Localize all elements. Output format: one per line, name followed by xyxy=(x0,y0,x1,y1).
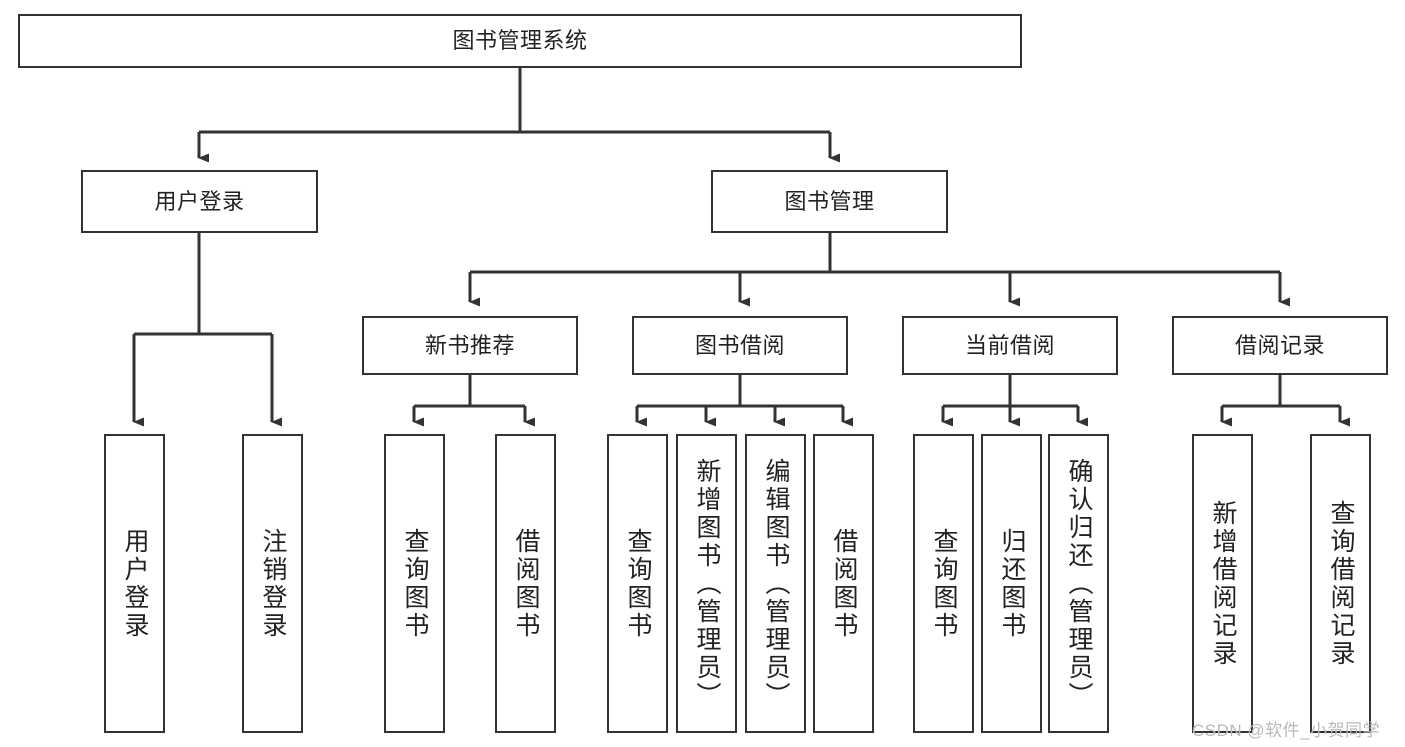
leaf-book-borrow-add-book[interactable]: 新增图书（管理员） xyxy=(676,434,737,733)
leaf-label: 新增借阅记录 xyxy=(1209,499,1237,668)
leaf-label: 新增图书（管理员） xyxy=(693,457,721,710)
node-borrow-record[interactable]: 借阅记录 xyxy=(1172,316,1388,375)
node-current-borrow-label: 当前借阅 xyxy=(964,332,1055,358)
leaf-new-book-query-book[interactable]: 查询图书 xyxy=(384,434,445,733)
leaf-label: 查询图书 xyxy=(401,527,429,640)
node-root[interactable]: 图书管理系统 xyxy=(18,14,1022,68)
leaf-current-borrow-return-book[interactable]: 归还图书 xyxy=(981,434,1042,733)
node-user-login-label: 用户登录 xyxy=(154,188,245,214)
leaf-label: 借阅图书 xyxy=(830,527,858,640)
leaf-label: 确认归还（管理员） xyxy=(1065,457,1093,710)
node-new-book-recommend[interactable]: 新书推荐 xyxy=(362,316,578,375)
leaf-label: 注销登录 xyxy=(259,527,287,640)
node-book-borrow-label: 图书借阅 xyxy=(694,332,785,358)
node-book-borrow[interactable]: 图书借阅 xyxy=(632,316,848,375)
leaf-current-borrow-query-book[interactable]: 查询图书 xyxy=(913,434,974,733)
leaf-label: 归还图书 xyxy=(998,527,1026,640)
leaf-user-login-logout[interactable]: 注销登录 xyxy=(242,434,303,733)
leaf-current-borrow-confirm-return[interactable]: 确认归还（管理员） xyxy=(1048,434,1109,733)
leaf-book-borrow-borrow-book[interactable]: 借阅图书 xyxy=(813,434,874,733)
leaf-borrow-record-add-record[interactable]: 新增借阅记录 xyxy=(1192,434,1253,733)
leaf-user-login-login[interactable]: 用户登录 xyxy=(104,434,165,733)
leaf-borrow-record-query-record[interactable]: 查询借阅记录 xyxy=(1310,434,1371,733)
leaf-label: 查询借阅记录 xyxy=(1327,499,1355,668)
node-new-book-recommend-label: 新书推荐 xyxy=(424,332,515,358)
leaf-label: 查询图书 xyxy=(930,527,958,640)
leaf-book-borrow-query-book[interactable]: 查询图书 xyxy=(607,434,668,733)
leaf-label: 用户登录 xyxy=(121,527,149,640)
node-book-management[interactable]: 图书管理 xyxy=(711,170,948,233)
leaf-label: 借阅图书 xyxy=(512,527,540,640)
node-user-login[interactable]: 用户登录 xyxy=(81,170,318,233)
leaf-new-book-borrow-book[interactable]: 借阅图书 xyxy=(495,434,556,733)
leaf-label: 查询图书 xyxy=(624,527,652,640)
node-current-borrow[interactable]: 当前借阅 xyxy=(902,316,1118,375)
node-root-label: 图书管理系统 xyxy=(452,28,588,54)
leaf-label: 编辑图书（管理员） xyxy=(762,457,790,710)
leaf-book-borrow-edit-book[interactable]: 编辑图书（管理员） xyxy=(745,434,806,733)
node-book-management-label: 图书管理 xyxy=(784,188,875,214)
node-borrow-record-label: 借阅记录 xyxy=(1234,332,1325,358)
